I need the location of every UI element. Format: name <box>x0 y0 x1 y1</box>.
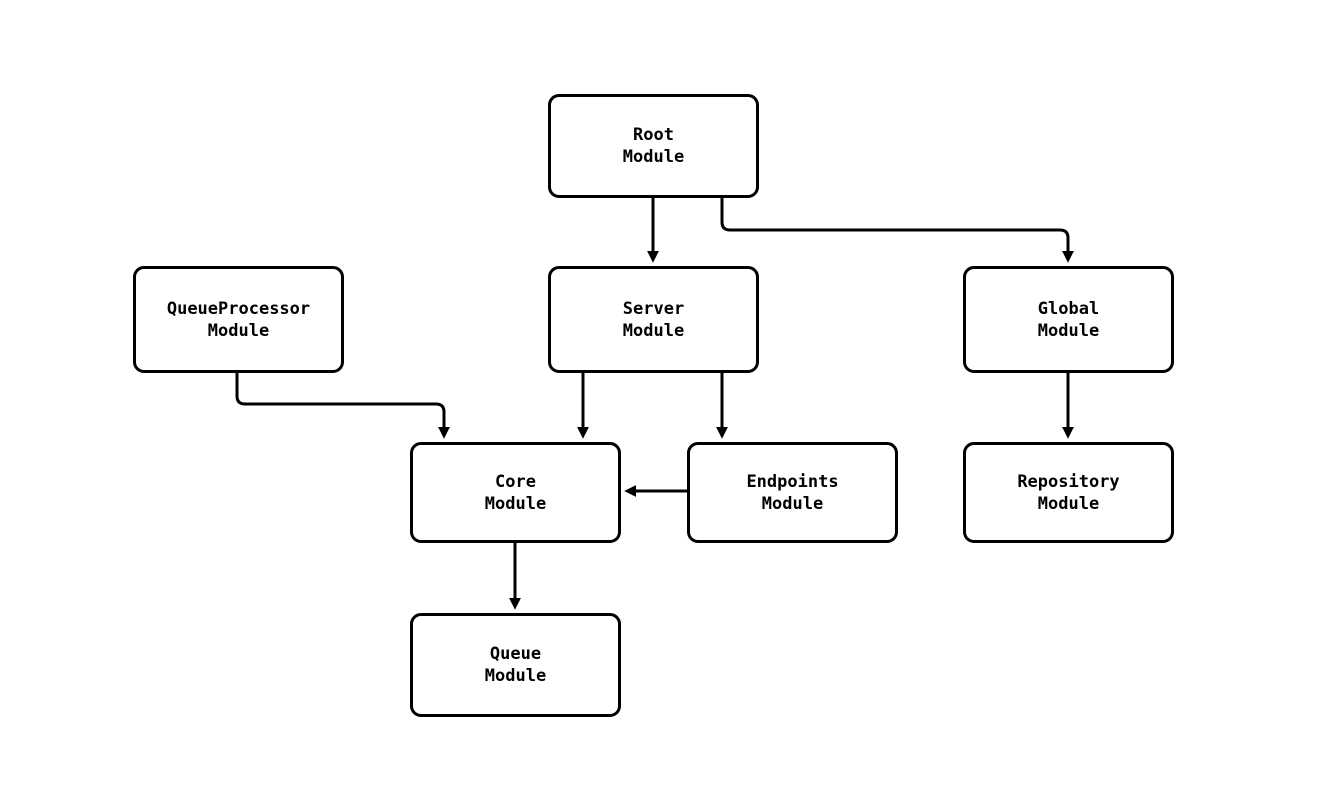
server-module-label-line2: Module <box>622 320 685 341</box>
global-module-label-line2: Module <box>1037 320 1100 341</box>
queue-module-label-line1: Queue <box>489 644 542 664</box>
queueprocessor-module-label-line2: Module <box>207 320 270 341</box>
queue-module-node[interactable]: Queue Module <box>410 613 621 717</box>
endpoints-module-node[interactable]: Endpoints Module <box>687 442 898 543</box>
root-module-label-line2: Module <box>622 147 685 167</box>
edge-queueprocessor-to-core <box>235 373 450 439</box>
root-module-node[interactable]: Root Module <box>548 94 759 198</box>
endpoints-module-label-line1: Endpoints <box>746 471 839 492</box>
global-module-label-line1: Global <box>1037 298 1100 319</box>
root-module-label-line1: Root <box>633 125 674 145</box>
server-module-label-line1: Server <box>622 298 685 319</box>
repository-module-node[interactable]: Repository Module <box>963 442 1174 543</box>
queue-module-label-line2: Module <box>484 666 547 686</box>
global-module-node[interactable]: Global Module <box>963 266 1174 373</box>
server-module-node[interactable]: Server Module <box>548 266 759 373</box>
queueprocessor-module-label-line1: QueueProcessor <box>166 298 311 319</box>
queueprocessor-module-node[interactable]: QueueProcessor Module <box>133 266 344 373</box>
repository-module-label-line1: Repository <box>1017 471 1120 492</box>
endpoints-module-label-line2: Module <box>761 493 824 514</box>
repository-module-label-line2: Module <box>1037 493 1100 514</box>
edge-root-to-global <box>720 198 1074 263</box>
core-module-label-line1: Core <box>495 471 536 492</box>
core-module-label-line2: Module <box>484 493 547 514</box>
core-module-node[interactable]: Core Module <box>410 442 621 543</box>
